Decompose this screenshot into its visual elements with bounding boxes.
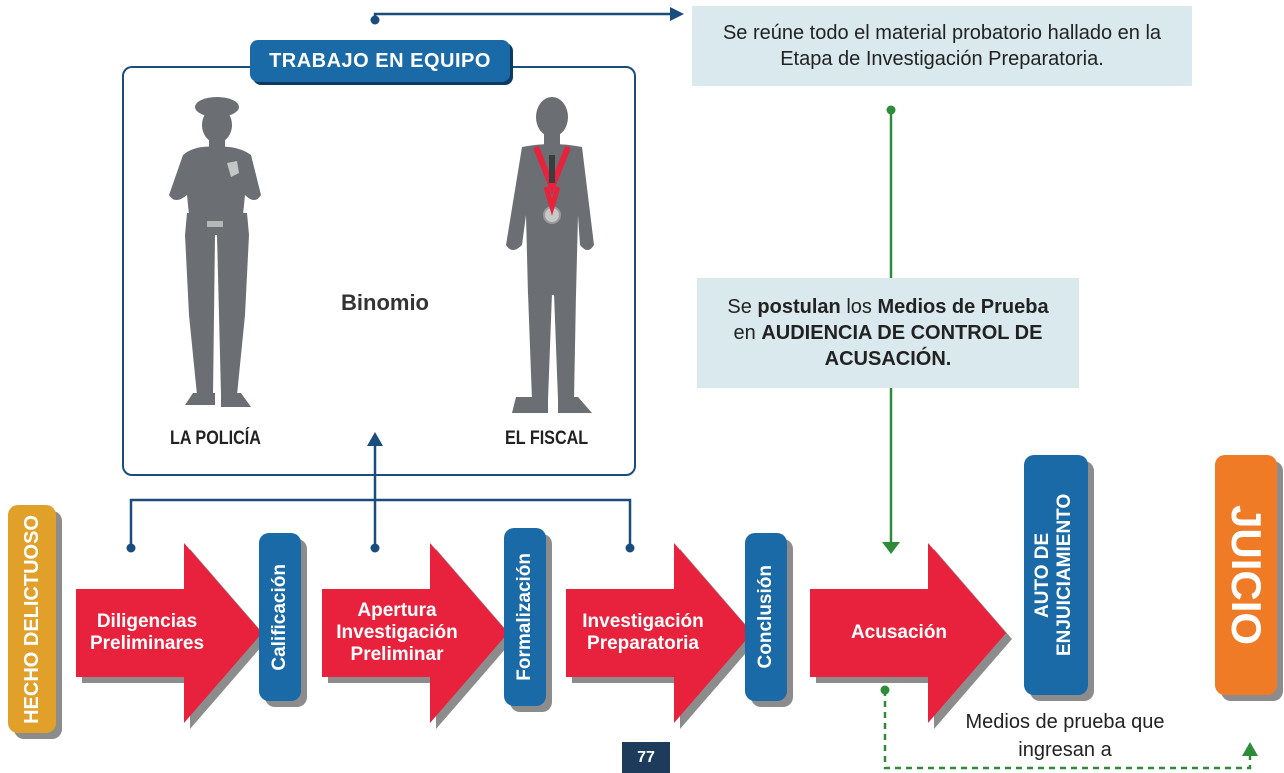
note-medios-prueba: Medios de prueba que ingresan a (965, 711, 1165, 761)
step-formalizacion: Formalización (504, 528, 546, 706)
step-conclusion: Conclusión (745, 533, 787, 701)
step-juicio: JUICIO (1215, 455, 1277, 695)
step-hecho-delictuoso: HECHO DELICTUOSO (8, 505, 56, 733)
arrow-investigacion-preparatoria: Investigación Preparatoria (562, 541, 762, 737)
prosecutor-label: EL FISCAL (505, 428, 589, 449)
step-calificacion: Calificación (259, 533, 301, 701)
arrow-diligencias: Diligencias Preliminares (72, 541, 272, 737)
info-box-audiencia: Se postulan los Medios de Prueba en AUDI… (697, 278, 1079, 388)
team-title: TRABAJO EN EQUIPO (250, 40, 510, 82)
arrow-apertura: Apertura Investigación Preliminar (318, 541, 518, 737)
arrow-acusacion: Acusación (806, 541, 1016, 737)
police-figure (169, 97, 261, 407)
prosecutor-figure (506, 97, 594, 413)
police-label: LA POLICÍA (170, 428, 261, 449)
step-auto-enjuiciamiento: AUTO DE ENJUICIAMIENTO (1024, 455, 1088, 695)
page-number: 77 (622, 742, 670, 773)
info-box-material: Se reúne todo el material probatorio hal… (692, 6, 1192, 86)
binomio-label: Binomio (341, 290, 429, 315)
